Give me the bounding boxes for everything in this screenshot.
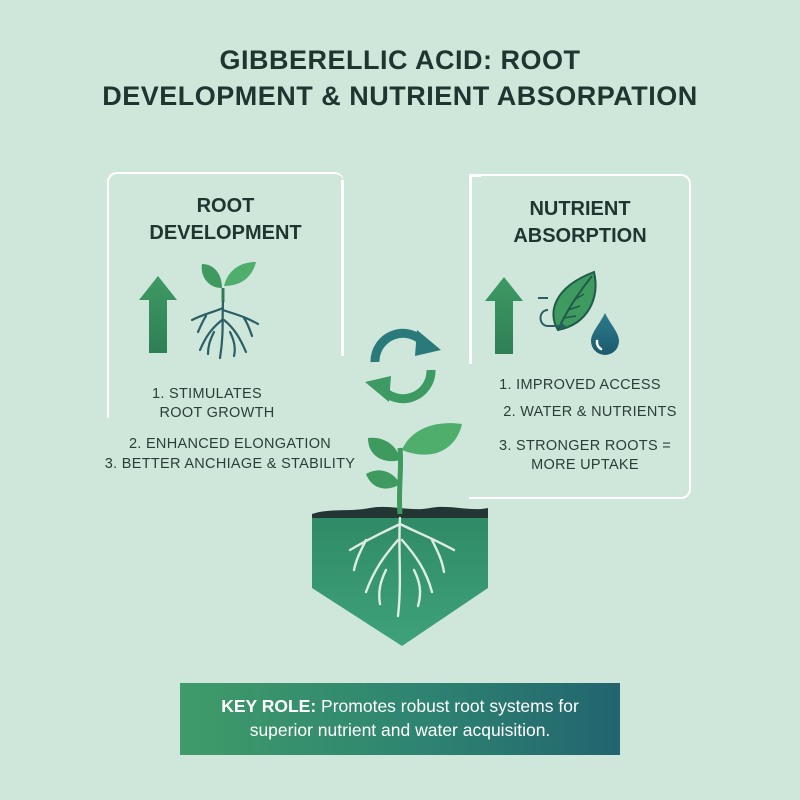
root-box-title-line-1: ROOT [196, 195, 255, 217]
root-item-2: 2. ENHANCED ELONGATION [128, 436, 332, 452]
up-arrow-icon [139, 276, 177, 353]
up-arrow-icon [485, 277, 523, 354]
root-panel-right-edge [341, 180, 344, 356]
root-item-1-cont: ROOT GROWTH [159, 405, 275, 421]
nutrient-item-2: 2. WATER & NUTRIENTS [503, 404, 677, 420]
root-box-title: ROOT DEVELOPMENT [107, 193, 344, 247]
nutrient-item-3: 3. STRONGER ROOTS = [498, 438, 672, 454]
nutrient-box-title-line-2: ABSORPTION [513, 225, 647, 247]
title-line-2: DEVELOPMENT & NUTRIENT ABSORPATION [102, 81, 698, 111]
page-title: GIBBERELLIC ACID: ROOT DEVELOPMENT & NUT… [0, 42, 800, 114]
plant-soil-icon [312, 423, 488, 646]
cycle-arrows-icon [365, 328, 441, 404]
nutrient-box-title-line-1: NUTRIENT [529, 198, 631, 220]
root-box-title-line-2: DEVELOPMENT [149, 222, 302, 244]
nutrient-panel-top-edge [469, 174, 481, 177]
root-item-1: 1. STIMULATES [152, 386, 262, 402]
nutrient-panel-left-edge [469, 174, 472, 364]
title-line-1: GIBBERELLIC ACID: ROOT [219, 45, 581, 75]
key-role-banner: KEY ROLE: Promotes robust root systems f… [180, 683, 620, 755]
water-drop-icon [591, 313, 619, 355]
nutrient-item-1: 1. IMPROVED ACCESS [499, 377, 661, 393]
key-role-text-line-2: superior nutrient and water acquisition. [249, 720, 551, 740]
root-item-3: 3. BETTER ANCHIAGE & STABILITY [104, 456, 356, 472]
leaf-icon [538, 270, 597, 332]
nutrient-item-3-cont: MORE UPTAKE [531, 457, 639, 473]
root-development-panel [107, 172, 344, 418]
key-role-text-line-1: Promotes robust root systems for [321, 696, 579, 716]
nutrient-absorption-panel [469, 174, 691, 499]
nutrient-box-title: NUTRIENT ABSORPTION [469, 196, 691, 250]
seedling-roots-icon [190, 262, 260, 360]
key-role-label: KEY ROLE: [221, 696, 317, 716]
